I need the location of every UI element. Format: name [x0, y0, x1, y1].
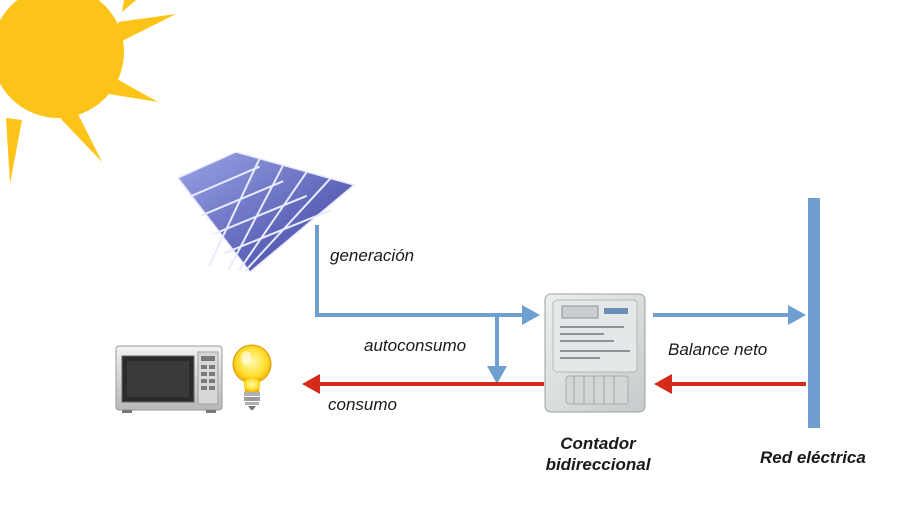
- consumption-arrowhead: [302, 374, 320, 394]
- grid-import-arrowhead: [654, 374, 672, 394]
- label-generacion: generación: [330, 246, 415, 265]
- energy-meter-icon: [544, 293, 646, 413]
- sun-icon: [0, 0, 176, 184]
- label-contador-line1: Contador: [560, 434, 636, 453]
- grid-bar-icon: [808, 198, 820, 428]
- self-consumption-arrowhead: [487, 366, 507, 384]
- label-consumo: consumo: [328, 395, 397, 414]
- net-balance-arrowhead: [788, 305, 806, 325]
- generation-flow-arrow: [315, 225, 526, 317]
- light-bulb-icon: [232, 344, 272, 410]
- generation-arrowhead: [522, 305, 540, 325]
- label-red-electrica: Red eléctrica: [760, 448, 866, 467]
- label-contador: Contador bidireccional: [528, 433, 668, 475]
- microwave-icon: [115, 345, 223, 413]
- label-contador-line2: bidireccional: [545, 455, 651, 474]
- label-balance-neto: Balance neto: [668, 340, 768, 359]
- solar-panel-icon: [176, 151, 356, 274]
- label-autoconsumo: autoconsumo: [364, 336, 467, 355]
